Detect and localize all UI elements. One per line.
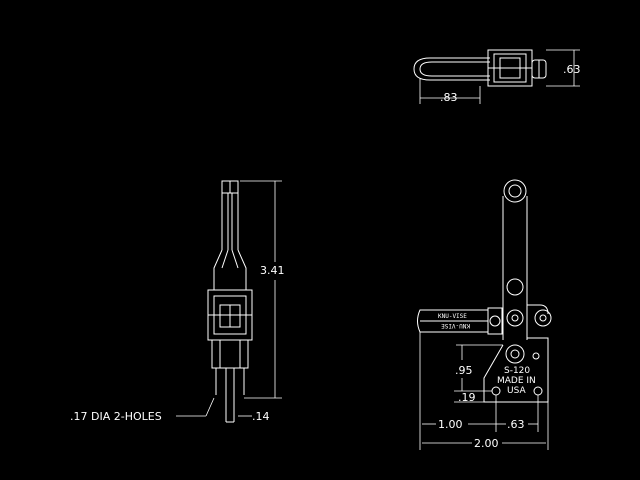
dim-100: 1.00: [438, 418, 463, 431]
dim-019: .19: [458, 391, 476, 404]
dim-063: .63: [507, 418, 525, 431]
dim-095: .95: [455, 364, 473, 377]
hole-note: .17 DIA 2-HOLES: [70, 410, 162, 423]
country-text: USA: [507, 386, 526, 396]
model-number: S-120: [504, 366, 530, 376]
dim-200: 2.00: [474, 437, 499, 450]
spindle-label-top: KNU-VISE: [438, 313, 467, 320]
side-view-height-dim: 3.41: [260, 264, 285, 277]
side-view: 3.41 .17 DIA 2-HOLES .14: [70, 180, 285, 423]
thickness-dim: .14: [252, 410, 270, 423]
top-view-width-dim: .83: [440, 91, 458, 104]
spindle-label-bottom: KNU-VISE: [441, 322, 470, 329]
front-view: KNU-VISE KNU-VISE S-120 MADE IN USA .95 …: [417, 179, 552, 450]
top-view-height-dim: .63: [563, 63, 581, 76]
top-view: .83 .63: [413, 49, 581, 104]
made-in-text: MADE IN: [497, 376, 536, 386]
